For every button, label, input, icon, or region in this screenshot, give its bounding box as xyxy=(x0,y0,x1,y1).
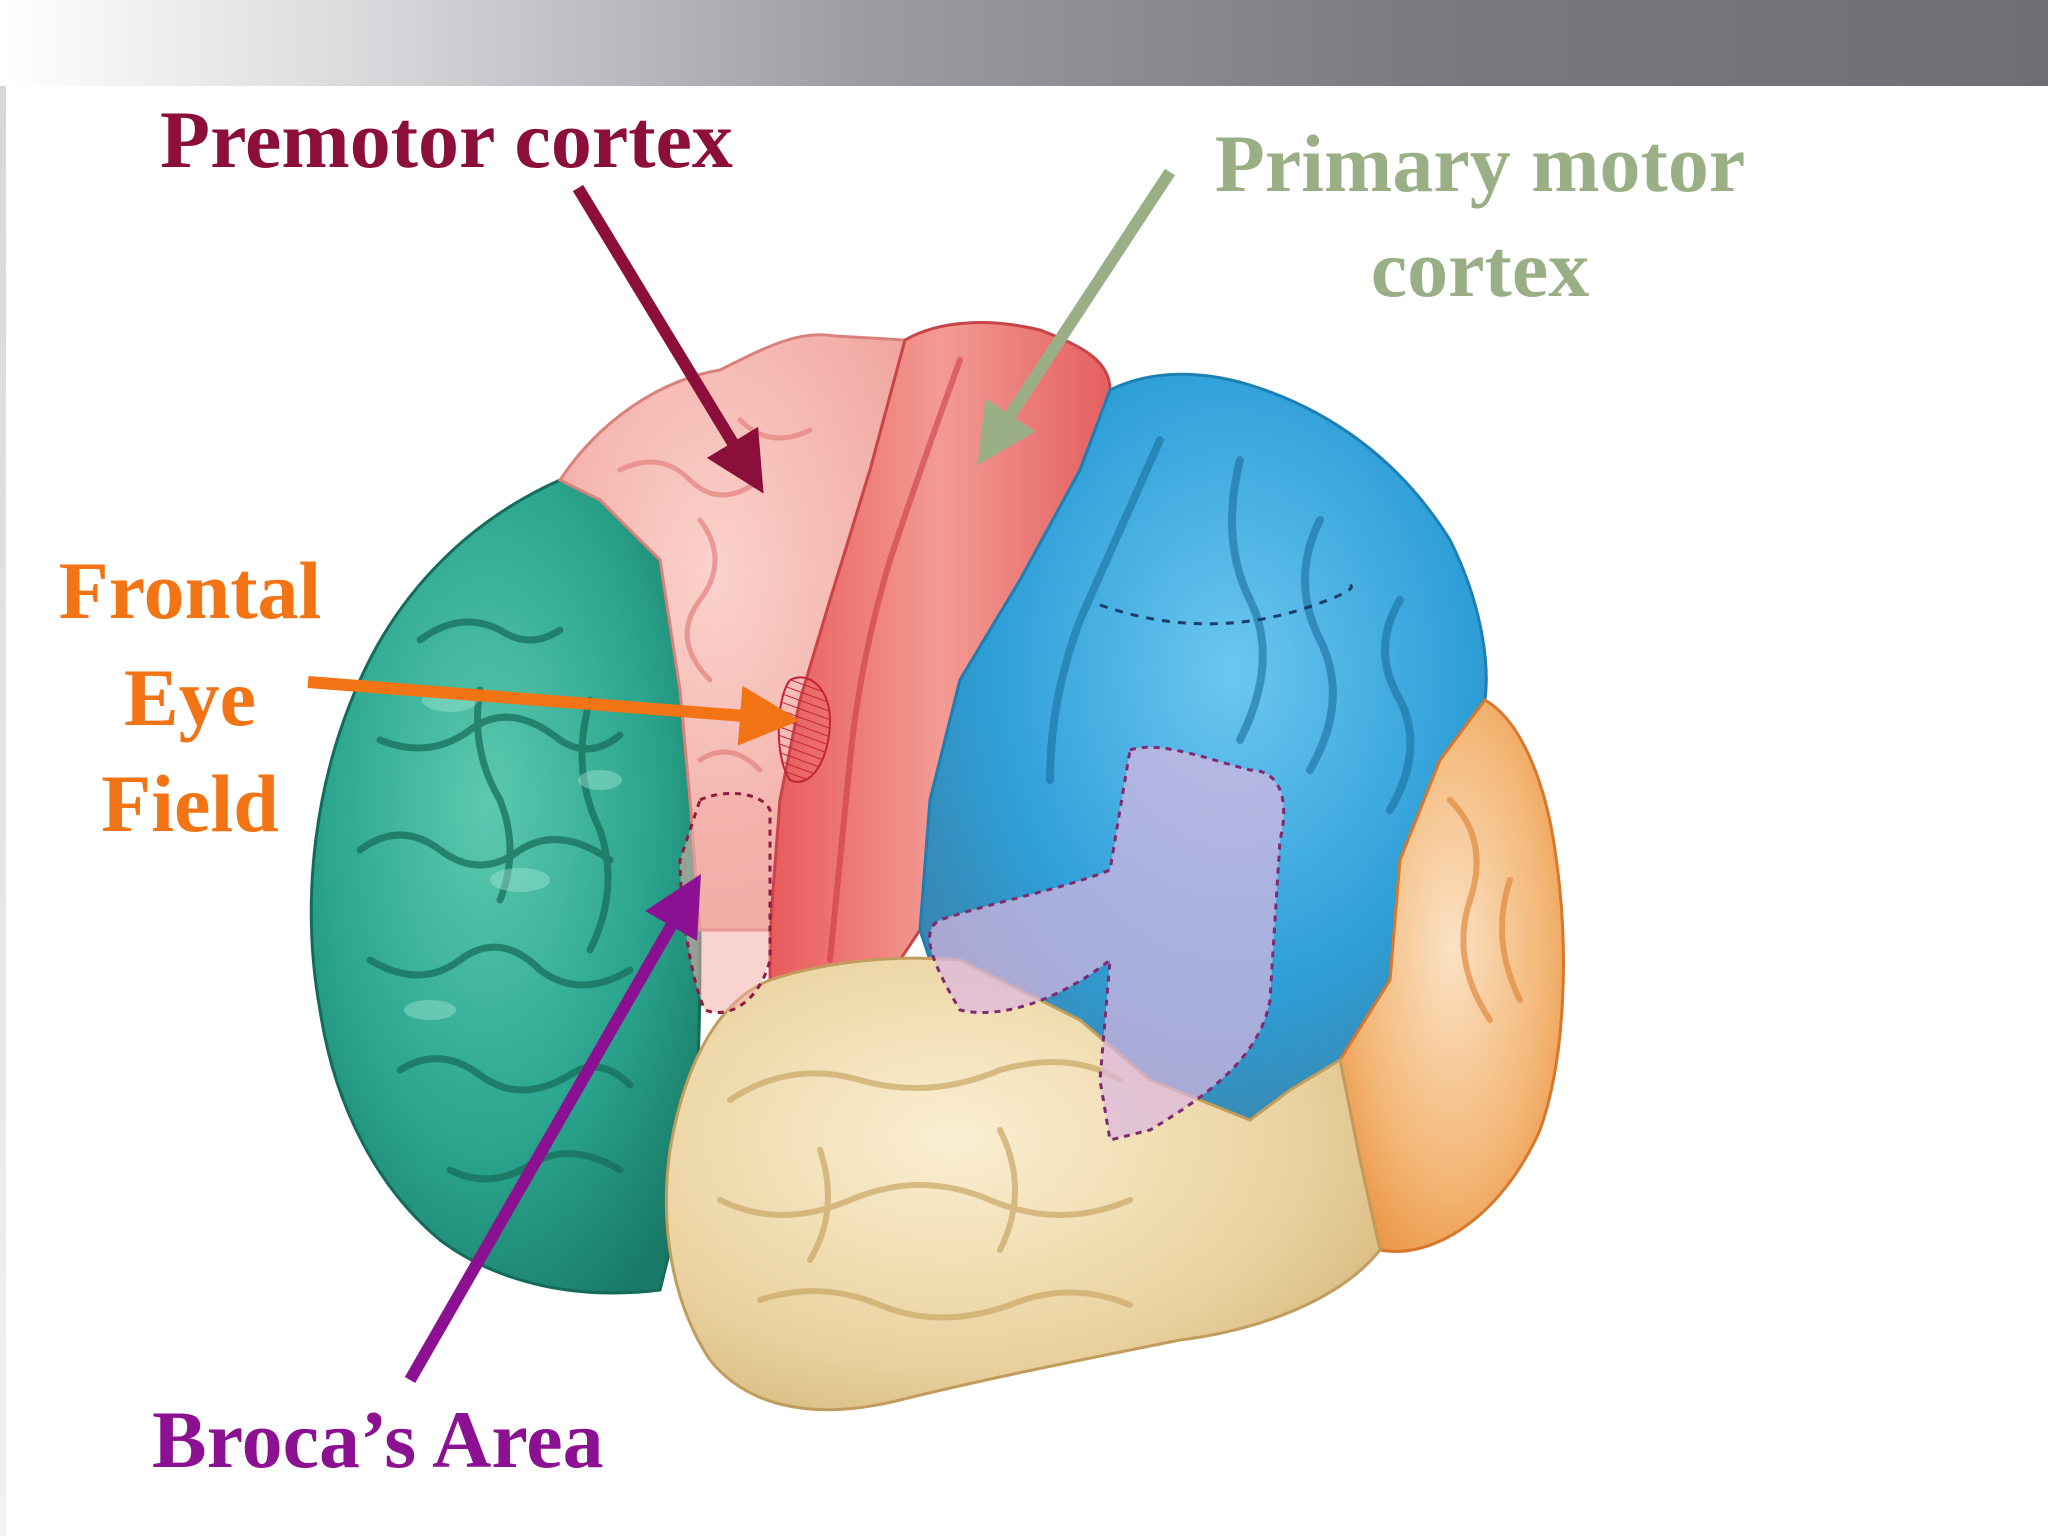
broca-area-label: Broca’s Area xyxy=(152,1392,604,1489)
broca-area-outline xyxy=(680,793,770,1012)
frontal-eye-field-label: Frontal Eye Field xyxy=(30,538,350,858)
primary-motor-cortex-label: Primary motor cortex xyxy=(1180,112,1780,322)
premotor-cortex-label: Premotor cortex xyxy=(160,92,733,189)
